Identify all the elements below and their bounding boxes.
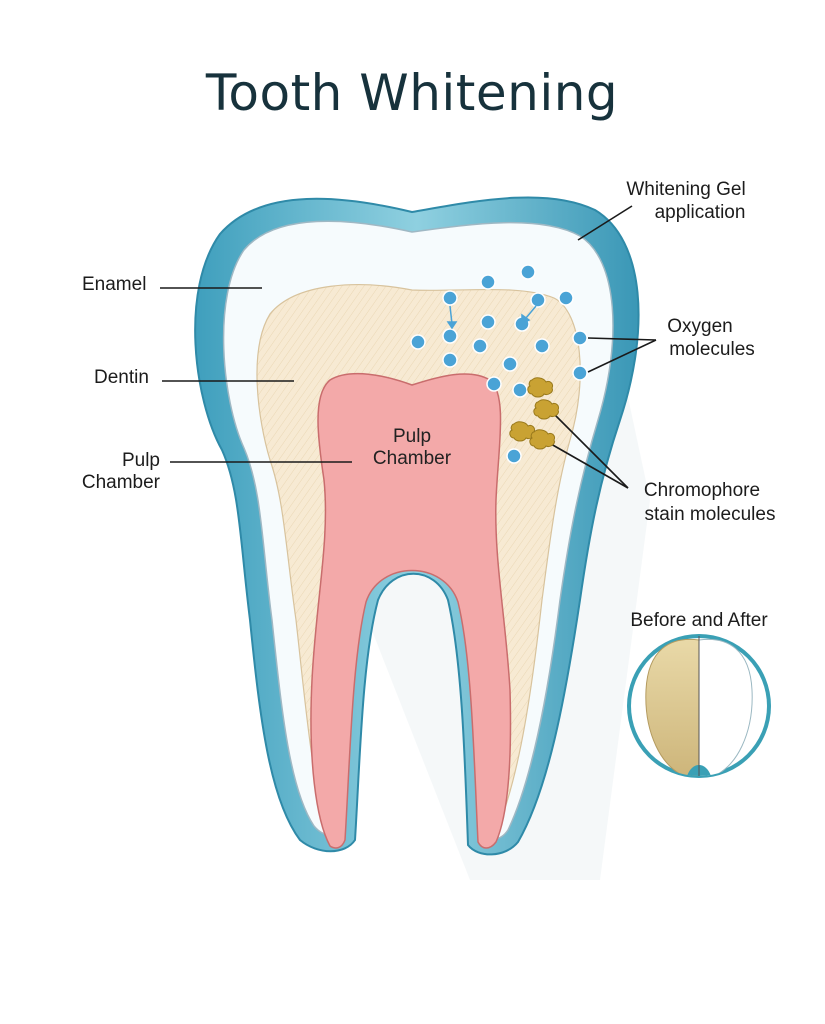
oxygen-molecule xyxy=(480,314,496,330)
label-whitening-gel-line2: application xyxy=(655,202,746,223)
label-pulp-chamber-line2: Chamber xyxy=(82,472,161,493)
label-chromophore-line2: stain molecules xyxy=(645,504,776,525)
oxygen-molecule xyxy=(506,448,522,464)
after-tooth-half xyxy=(698,638,753,776)
oxygen-molecule xyxy=(442,352,458,368)
label-dentin: Dentin xyxy=(94,367,149,388)
oxygen-molecule xyxy=(472,338,488,354)
chromophore-molecule xyxy=(527,377,553,398)
label-oxygen-line1: Oxygen xyxy=(667,316,732,337)
leader-oxygen-1 xyxy=(587,337,657,341)
oxygen-molecule xyxy=(480,274,496,290)
oxygen-molecule xyxy=(410,334,426,350)
pulp-chamber-inner-label-line2: Chamber xyxy=(373,448,452,469)
oxygen-molecule xyxy=(530,292,546,308)
oxygen-arrows xyxy=(446,305,537,330)
label-pulp-chamber-line1: Pulp xyxy=(122,450,160,471)
oxygen-molecule xyxy=(558,290,574,306)
oxygen-molecule xyxy=(512,382,528,398)
pulp-chamber xyxy=(310,372,512,849)
pulp-chamber-inner-label-line1: Pulp xyxy=(393,426,431,447)
oxygen-molecule xyxy=(572,365,588,381)
before-after-circle xyxy=(627,634,771,778)
oxygen-molecule xyxy=(534,338,550,354)
before-tooth-half xyxy=(645,638,700,776)
oxygen-molecule xyxy=(572,330,588,346)
oxygen-molecule xyxy=(502,356,518,372)
label-enamel: Enamel xyxy=(82,274,146,295)
page-title: Tooth Whitening xyxy=(205,64,618,122)
oxygen-molecule xyxy=(520,264,536,280)
chromophore-molecule xyxy=(533,399,559,420)
leader-oxygen-2 xyxy=(587,339,657,373)
chromophore-molecule xyxy=(529,429,555,450)
leader-chromophore-2 xyxy=(543,439,629,489)
label-chromophore-line1: Chromophore xyxy=(644,480,760,501)
label-before-after: Before and After xyxy=(630,610,768,631)
oxygen-molecule xyxy=(486,376,502,392)
label-oxygen-line2: molecules xyxy=(669,339,755,360)
oxygen-molecule xyxy=(442,328,458,344)
leader-chromophore-1 xyxy=(549,409,629,489)
oxygen-molecule xyxy=(442,290,458,306)
label-whitening-gel-line1: Whitening Gel xyxy=(626,179,745,200)
leader-whitening-gel xyxy=(577,205,633,241)
chromophore-stains xyxy=(509,377,559,450)
chromophore-molecule xyxy=(509,421,535,442)
